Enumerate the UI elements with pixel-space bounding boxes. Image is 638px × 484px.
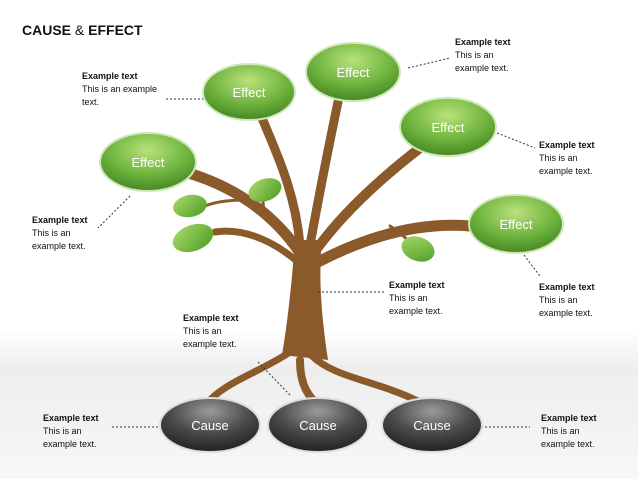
note-line: This is an: [541, 426, 580, 436]
note-line: example text.: [43, 439, 97, 449]
note-bottom-left: Example text This is an example text.: [43, 412, 99, 451]
note-heading: Example text: [43, 413, 99, 423]
note-line: This is an: [539, 153, 578, 163]
note-center-left: Example text This is an example text.: [183, 312, 239, 351]
note-line: This is an: [43, 426, 82, 436]
note-bottom-right: Example text This is an example text.: [541, 412, 597, 451]
note-heading: Example text: [539, 140, 595, 150]
leaf-3: [172, 223, 214, 253]
tree-branches: [179, 97, 476, 268]
note-right-lower: Example text This is an example text.: [539, 281, 595, 320]
page-title: CAUSE & EFFECT: [22, 22, 143, 38]
tree-leaves: [172, 178, 435, 262]
note-heading: Example text: [539, 282, 595, 292]
note-line: example text.: [183, 339, 237, 349]
note-heading: Example text: [455, 37, 511, 47]
tree-trunk: [282, 240, 328, 360]
note-right-upper: Example text This is an example text.: [539, 139, 595, 178]
note-left-middle: Example text This is an example text.: [32, 214, 88, 253]
note-line: This is an: [539, 295, 578, 305]
cause-node-2: Cause: [267, 397, 369, 453]
note-line: example text.: [32, 241, 86, 251]
effect-node-5: Effect: [468, 194, 564, 254]
title-ampersand: &: [71, 22, 89, 38]
note-connectors: [97, 57, 541, 428]
leaf-4: [401, 236, 435, 262]
note-heading: Example text: [32, 215, 88, 225]
note-center-right: Example text This is an example text.: [389, 279, 445, 318]
note-line: text.: [82, 97, 100, 107]
note-line: This is an: [32, 228, 71, 238]
effect-label-4: Effect: [431, 120, 464, 135]
cause-label-1: Cause: [191, 418, 229, 433]
title-effect: EFFECT: [88, 22, 143, 38]
note-heading: Example text: [82, 71, 138, 81]
note-line: example text.: [541, 439, 595, 449]
cause-node-1: Cause: [159, 397, 261, 453]
cause-label-2: Cause: [299, 418, 337, 433]
effect-label-5: Effect: [499, 217, 532, 232]
note-heading: Example text: [389, 280, 445, 290]
effect-label-1: Effect: [131, 155, 164, 170]
effect-node-4: Effect: [399, 97, 497, 157]
effect-node-1: Effect: [99, 132, 197, 192]
note-upper-left: Example text This is an example text.: [82, 70, 157, 109]
note-top-right: Example text This is an example text.: [455, 36, 511, 75]
note-heading: Example text: [541, 413, 597, 423]
effect-node-3: Effect: [305, 42, 401, 102]
note-line: example text.: [455, 63, 509, 73]
leaf-1: [248, 178, 282, 202]
note-heading: Example text: [183, 313, 239, 323]
effect-label-2: Effect: [232, 85, 265, 100]
cause-label-3: Cause: [413, 418, 451, 433]
effect-label-3: Effect: [336, 65, 369, 80]
note-line: This is an example: [82, 84, 158, 94]
note-line: example text.: [539, 308, 593, 318]
note-line: example text.: [539, 166, 593, 176]
cause-node-3: Cause: [381, 397, 483, 453]
leaf-2: [173, 194, 207, 218]
note-line: example text.: [389, 306, 443, 316]
note-line: This is an: [183, 326, 222, 336]
note-line: This is an: [389, 293, 428, 303]
effect-node-2: Effect: [202, 63, 296, 121]
note-line: This is an: [455, 50, 494, 60]
title-cause: CAUSE: [22, 22, 72, 38]
